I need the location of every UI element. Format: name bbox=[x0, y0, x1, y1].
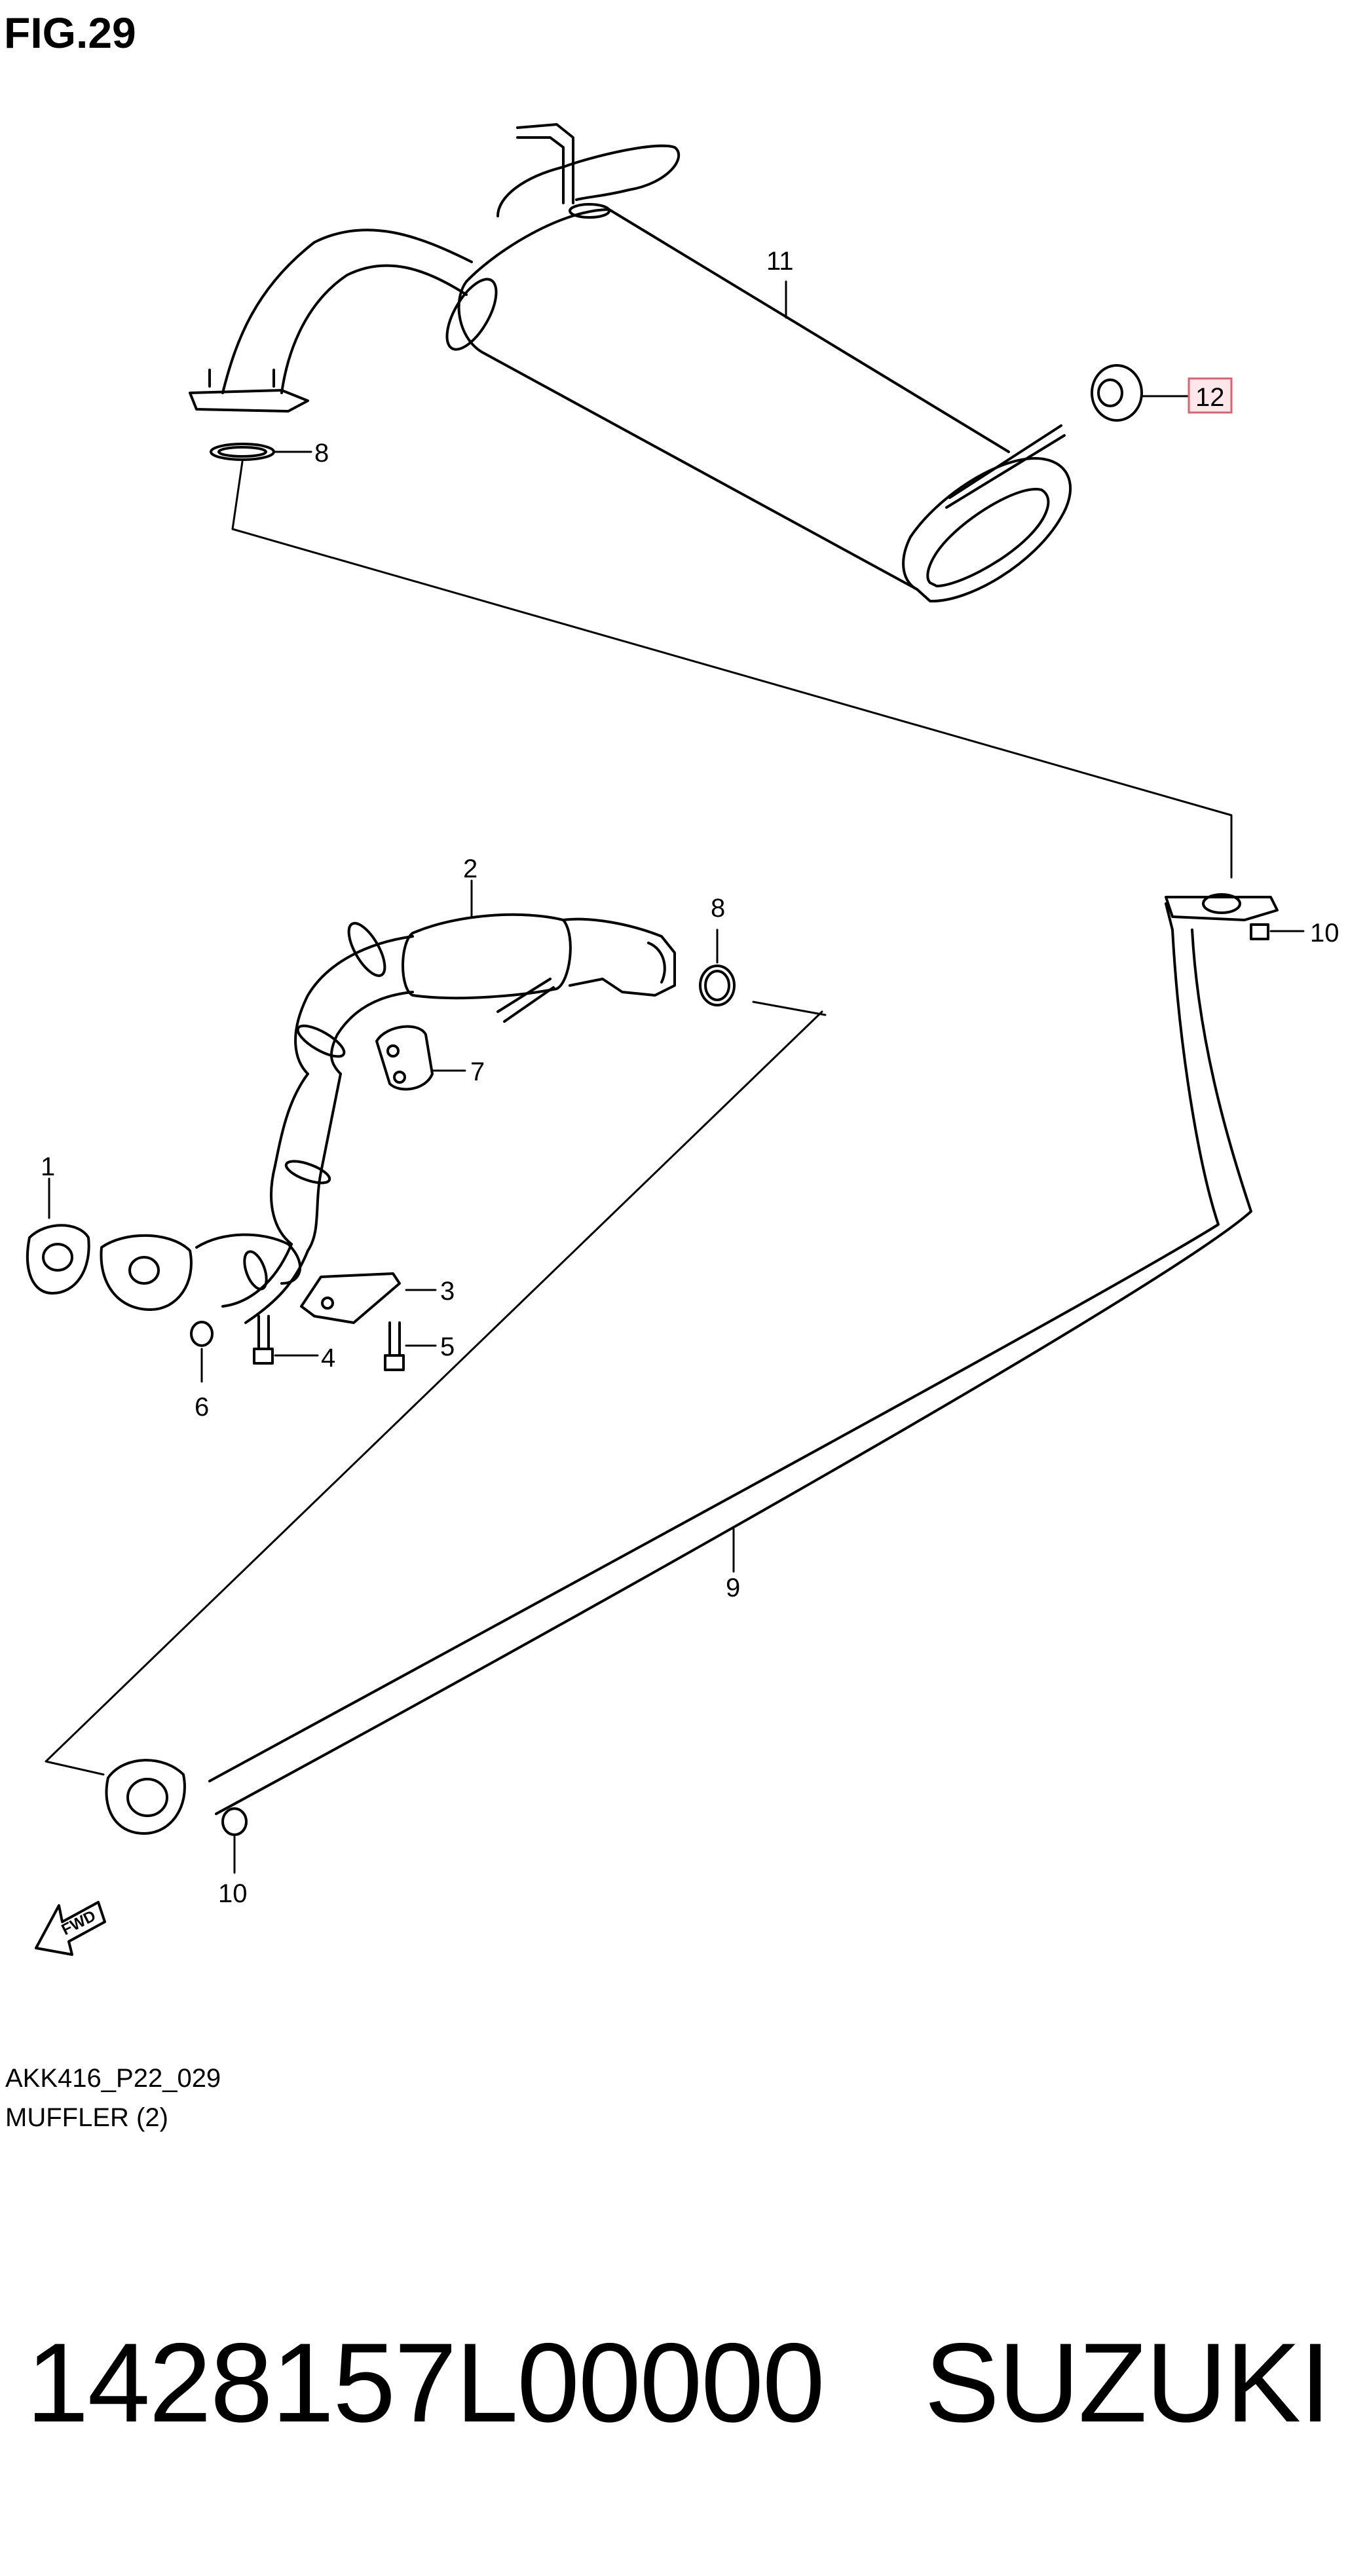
callout-1: 1 bbox=[41, 1152, 55, 1181]
callout-2: 2 bbox=[463, 855, 477, 883]
rubber-hanger-7 bbox=[375, 1025, 466, 1091]
figure-name: MUFFLER (2) bbox=[5, 2103, 168, 2132]
callout-5: 5 bbox=[440, 1333, 455, 1361]
callout-6: 6 bbox=[195, 1393, 209, 1422]
callout-10-rear: 10 bbox=[218, 1879, 248, 1908]
center-pipe bbox=[105, 893, 1305, 1874]
nut-6 bbox=[190, 1321, 214, 1383]
rubber-mount-12 bbox=[1091, 364, 1193, 422]
exploded-diagram: FWD 11 12 8 2 8 10 7 1 3 5 4 6 9 10 bbox=[26, 123, 1339, 1956]
fwd-arrow bbox=[35, 1901, 106, 1956]
callout-12-box bbox=[1188, 377, 1233, 414]
callout-11: 11 bbox=[766, 247, 794, 276]
callout-7: 7 bbox=[470, 1058, 485, 1086]
part-footer: 1428157L00000 SUZUKI bbox=[26, 2318, 1331, 2448]
callout-3: 3 bbox=[440, 1277, 455, 1306]
callout-4: 4 bbox=[321, 1344, 335, 1372]
callout-8-upper: 8 bbox=[314, 439, 329, 468]
rear-muffler bbox=[189, 123, 1072, 603]
figure-code: AKK416_P22_029 bbox=[5, 2064, 221, 2093]
callout-12: 12 bbox=[1195, 383, 1225, 412]
gasket-1 bbox=[26, 1177, 90, 1295]
callout-8-mid: 8 bbox=[711, 894, 725, 923]
gasket-8-upper bbox=[210, 443, 312, 461]
callout-10-front: 10 bbox=[1310, 919, 1339, 948]
bracket-3 bbox=[300, 1272, 437, 1324]
gasket-8-mid bbox=[699, 929, 736, 1006]
front-pipe-catalyst bbox=[100, 879, 676, 1324]
bolt-4 bbox=[253, 1315, 319, 1365]
figure-title: FIG.29 bbox=[4, 9, 136, 57]
brand-name: SUZUKI bbox=[924, 2320, 1331, 2446]
part-number: 1428157L00000 bbox=[26, 2320, 825, 2446]
callout-9: 9 bbox=[726, 1573, 740, 1602]
bolt-5 bbox=[384, 1321, 437, 1371]
